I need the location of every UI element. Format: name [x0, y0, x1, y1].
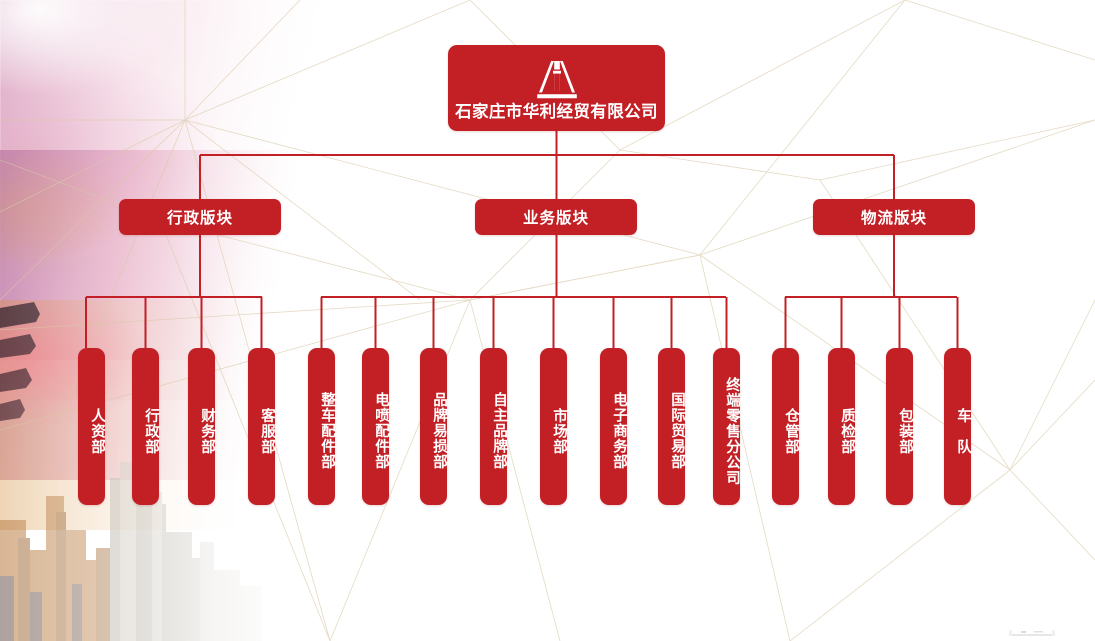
- department-label: 自主品牌部: [491, 392, 507, 470]
- department-label: 整车配件部: [319, 392, 335, 470]
- department-node-xingzheng[interactable]: 行政部: [132, 348, 159, 505]
- department-label: 仓管部: [783, 407, 799, 455]
- department-label: 客服部: [259, 407, 275, 455]
- department-node-dianzi-shangwu[interactable]: 电子商务部: [600, 348, 627, 505]
- department-node-kefu[interactable]: 客服部: [248, 348, 275, 505]
- department-label: 人资部: [89, 407, 105, 455]
- department-node-cangguan[interactable]: 仓管部: [772, 348, 799, 505]
- department-node-zhongduan-lingshou[interactable]: 终端零售分公司: [713, 348, 740, 505]
- division-label-business: 业务版块: [522, 210, 589, 227]
- department-node-caiwu[interactable]: 财务部: [188, 348, 215, 505]
- department-node-renzi[interactable]: 人资部: [78, 348, 105, 505]
- huali-arch-logo-icon: [536, 60, 577, 98]
- division-node-business[interactable]: 业务版块: [475, 199, 637, 235]
- division-label-logistics: 物流版块: [860, 210, 927, 227]
- department-label: 行政部: [143, 407, 159, 455]
- department-label: 市场部: [551, 407, 567, 455]
- department-label: 终端零售分公司: [724, 376, 740, 486]
- department-label: 品牌易损部: [431, 392, 447, 470]
- department-node-zizhu-pinpai[interactable]: 自主品牌部: [480, 348, 507, 505]
- department-label: 包装部: [897, 407, 913, 455]
- root-company-label: 石家庄市华利经贸有限公司: [455, 102, 658, 121]
- department-node-cheidui[interactable]: 车 队: [944, 348, 971, 505]
- department-label: 电子商务部: [611, 392, 627, 470]
- division-label-admin: 行政版块: [166, 210, 233, 227]
- department-label: 车 队: [955, 407, 971, 455]
- corner-watermark: [1009, 630, 1055, 636]
- department-label: 国际贸易部: [669, 392, 685, 470]
- department-node-shichang[interactable]: 市场部: [540, 348, 567, 505]
- department-node-pinpai-yisun[interactable]: 品牌易损部: [420, 348, 447, 505]
- department-node-dianpen-peijian[interactable]: 电喷配件部: [362, 348, 389, 505]
- division-node-admin[interactable]: 行政版块: [119, 199, 281, 235]
- root-company-node[interactable]: 石家庄市华利经贸有限公司: [448, 45, 665, 131]
- department-label: 财务部: [199, 407, 215, 455]
- department-node-baozhuang[interactable]: 包装部: [886, 348, 913, 505]
- department-node-guoji-maoyi[interactable]: 国际贸易部: [658, 348, 685, 505]
- department-node-zhijian[interactable]: 质检部: [828, 348, 855, 505]
- department-label: 质检部: [839, 407, 855, 455]
- division-node-logistics[interactable]: 物流版块: [813, 199, 975, 235]
- department-label: 电喷配件部: [373, 392, 389, 470]
- department-node-zhengche-peijian[interactable]: 整车配件部: [308, 348, 335, 505]
